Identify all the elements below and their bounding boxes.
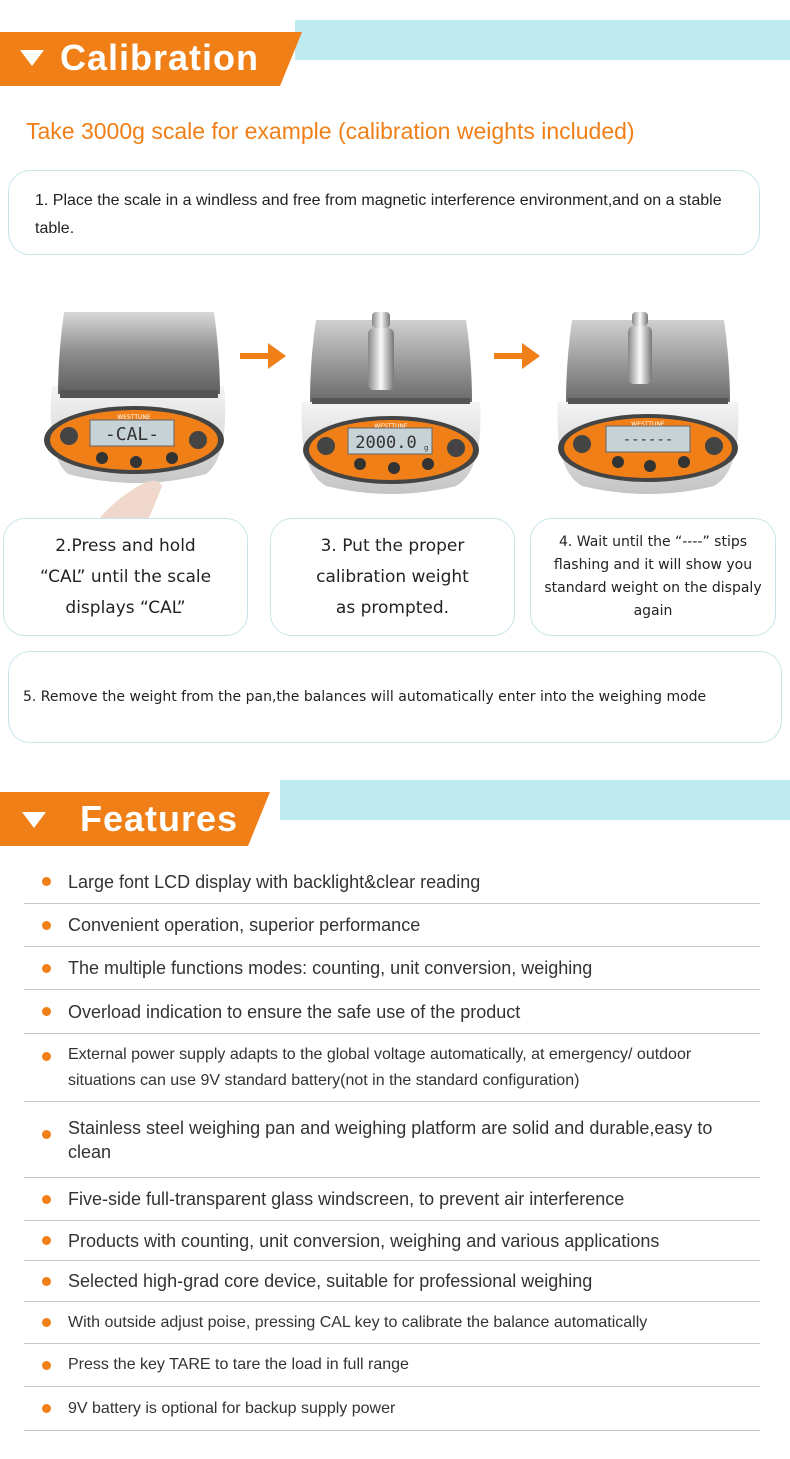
calibration-subtitle: Take 3000g scale for example (calibratio… [26, 118, 635, 144]
feature-text: Convenient operation, superior performan… [68, 915, 421, 935]
list-item: With outside adjust poise, pressing CAL … [24, 1302, 760, 1344]
feature-text: Overload indication to ensure the safe u… [68, 1001, 521, 1022]
list-item: Selected high-grad core device, suitable… [24, 1261, 760, 1302]
bullet-icon [42, 963, 51, 973]
bullet-icon [42, 1404, 51, 1413]
bullet-icon [42, 1130, 51, 1139]
scale-display-3: ------ [623, 432, 674, 448]
feature-text: 9V battery is optional for backup supply… [68, 1399, 396, 1417]
features-banner: Features [0, 780, 790, 846]
arrow-right-icon [240, 343, 286, 369]
scale-brand-3: WESTTUNE [631, 421, 665, 428]
list-item: Products with counting, unit conversion,… [24, 1221, 760, 1261]
triangle-down-icon [20, 50, 44, 66]
features-heading: Features [80, 798, 239, 839]
step-5-box: 5. Remove the weight from the pan,the ba… [8, 651, 782, 743]
list-item: Large font LCD display with backlight&cl… [24, 860, 760, 904]
bullet-icon [42, 1007, 51, 1016]
step-1-text: 1. Place the scale in a windless and fre… [35, 192, 722, 237]
step-1-box: 1. Place the scale in a windless and fre… [8, 170, 760, 255]
bullet-icon [42, 1052, 51, 1061]
bullet-icon [42, 1360, 51, 1370]
list-item: Press the key TARE to tare the load in f… [24, 1344, 760, 1387]
step-2-box: 2.Press and hold “CAL” until the scale d… [3, 518, 248, 636]
bullet-icon [42, 920, 51, 930]
bullet-icon [42, 1236, 51, 1245]
step-3-text: 3. Put the proper calibration weight as … [316, 535, 469, 618]
list-item: Five-side full-transparent glass windscr… [24, 1178, 760, 1221]
scale-display-2: 2000.0 [355, 433, 416, 453]
feature-text: Selected high-grad core device, suitable… [68, 1271, 593, 1291]
feature-text: The multiple functions modes: counting, … [68, 958, 593, 978]
calibration-banner: Calibration [0, 20, 790, 86]
step-5-text: 5. Remove the weight from the pan,the ba… [23, 689, 707, 705]
bullet-icon [42, 1318, 51, 1327]
scale-brand-2: WESTTUNE [374, 423, 408, 430]
feature-text: Stainless steel weighing pan and weighin… [68, 1117, 713, 1162]
list-item: The multiple functions modes: counting, … [24, 947, 760, 990]
scale-display-1: -CAL- [105, 424, 159, 445]
feature-text: Products with counting, unit conversion,… [68, 1230, 660, 1251]
arrow-right-icon [494, 343, 540, 369]
bullet-icon [42, 877, 51, 886]
step-3-box: 3. Put the proper calibration weight as … [270, 518, 515, 636]
feature-text: External power supply adapts to the glob… [68, 1045, 692, 1089]
step-4-box: 4. Wait until the “----” stips flashing … [530, 518, 776, 636]
features-list: Large font LCD display with backlight&cl… [24, 860, 760, 1431]
scale-unit-2: g [424, 444, 428, 452]
feature-text: Large font LCD display with backlight&cl… [68, 871, 481, 892]
list-item: 9V battery is optional for backup supply… [24, 1387, 760, 1431]
step-2-text: 2.Press and hold “CAL” until the scale d… [39, 535, 212, 618]
list-item: Convenient operation, superior performan… [24, 904, 760, 947]
step-4-text: 4. Wait until the “----” stips flashing … [544, 534, 762, 619]
list-item: External power supply adapts to the glob… [24, 1034, 760, 1102]
bullet-icon [42, 1276, 51, 1286]
bullet-icon [42, 1194, 51, 1204]
scale-image-3: WESTTUNE ------ [552, 312, 744, 500]
calibration-heading: Calibration [60, 37, 260, 78]
scale-brand-1: WESTTUNE [117, 414, 151, 421]
banner-stripe [295, 20, 790, 60]
scale-image-2: WESTTUNE 2000.0 g [296, 310, 486, 500]
banner-stripe [280, 780, 790, 820]
scale-image-1: WESTTUNE -CAL- [38, 306, 234, 520]
triangle-down-icon [22, 812, 46, 828]
banner-tab [0, 32, 302, 86]
feature-text: Press the key TARE to tare the load in f… [68, 1356, 409, 1373]
feature-text: With outside adjust poise, pressing CAL … [68, 1313, 648, 1331]
feature-text: Five-side full-transparent glass windscr… [68, 1189, 625, 1209]
list-item: Stainless steel weighing pan and weighin… [24, 1102, 760, 1178]
list-item: Overload indication to ensure the safe u… [24, 990, 760, 1034]
